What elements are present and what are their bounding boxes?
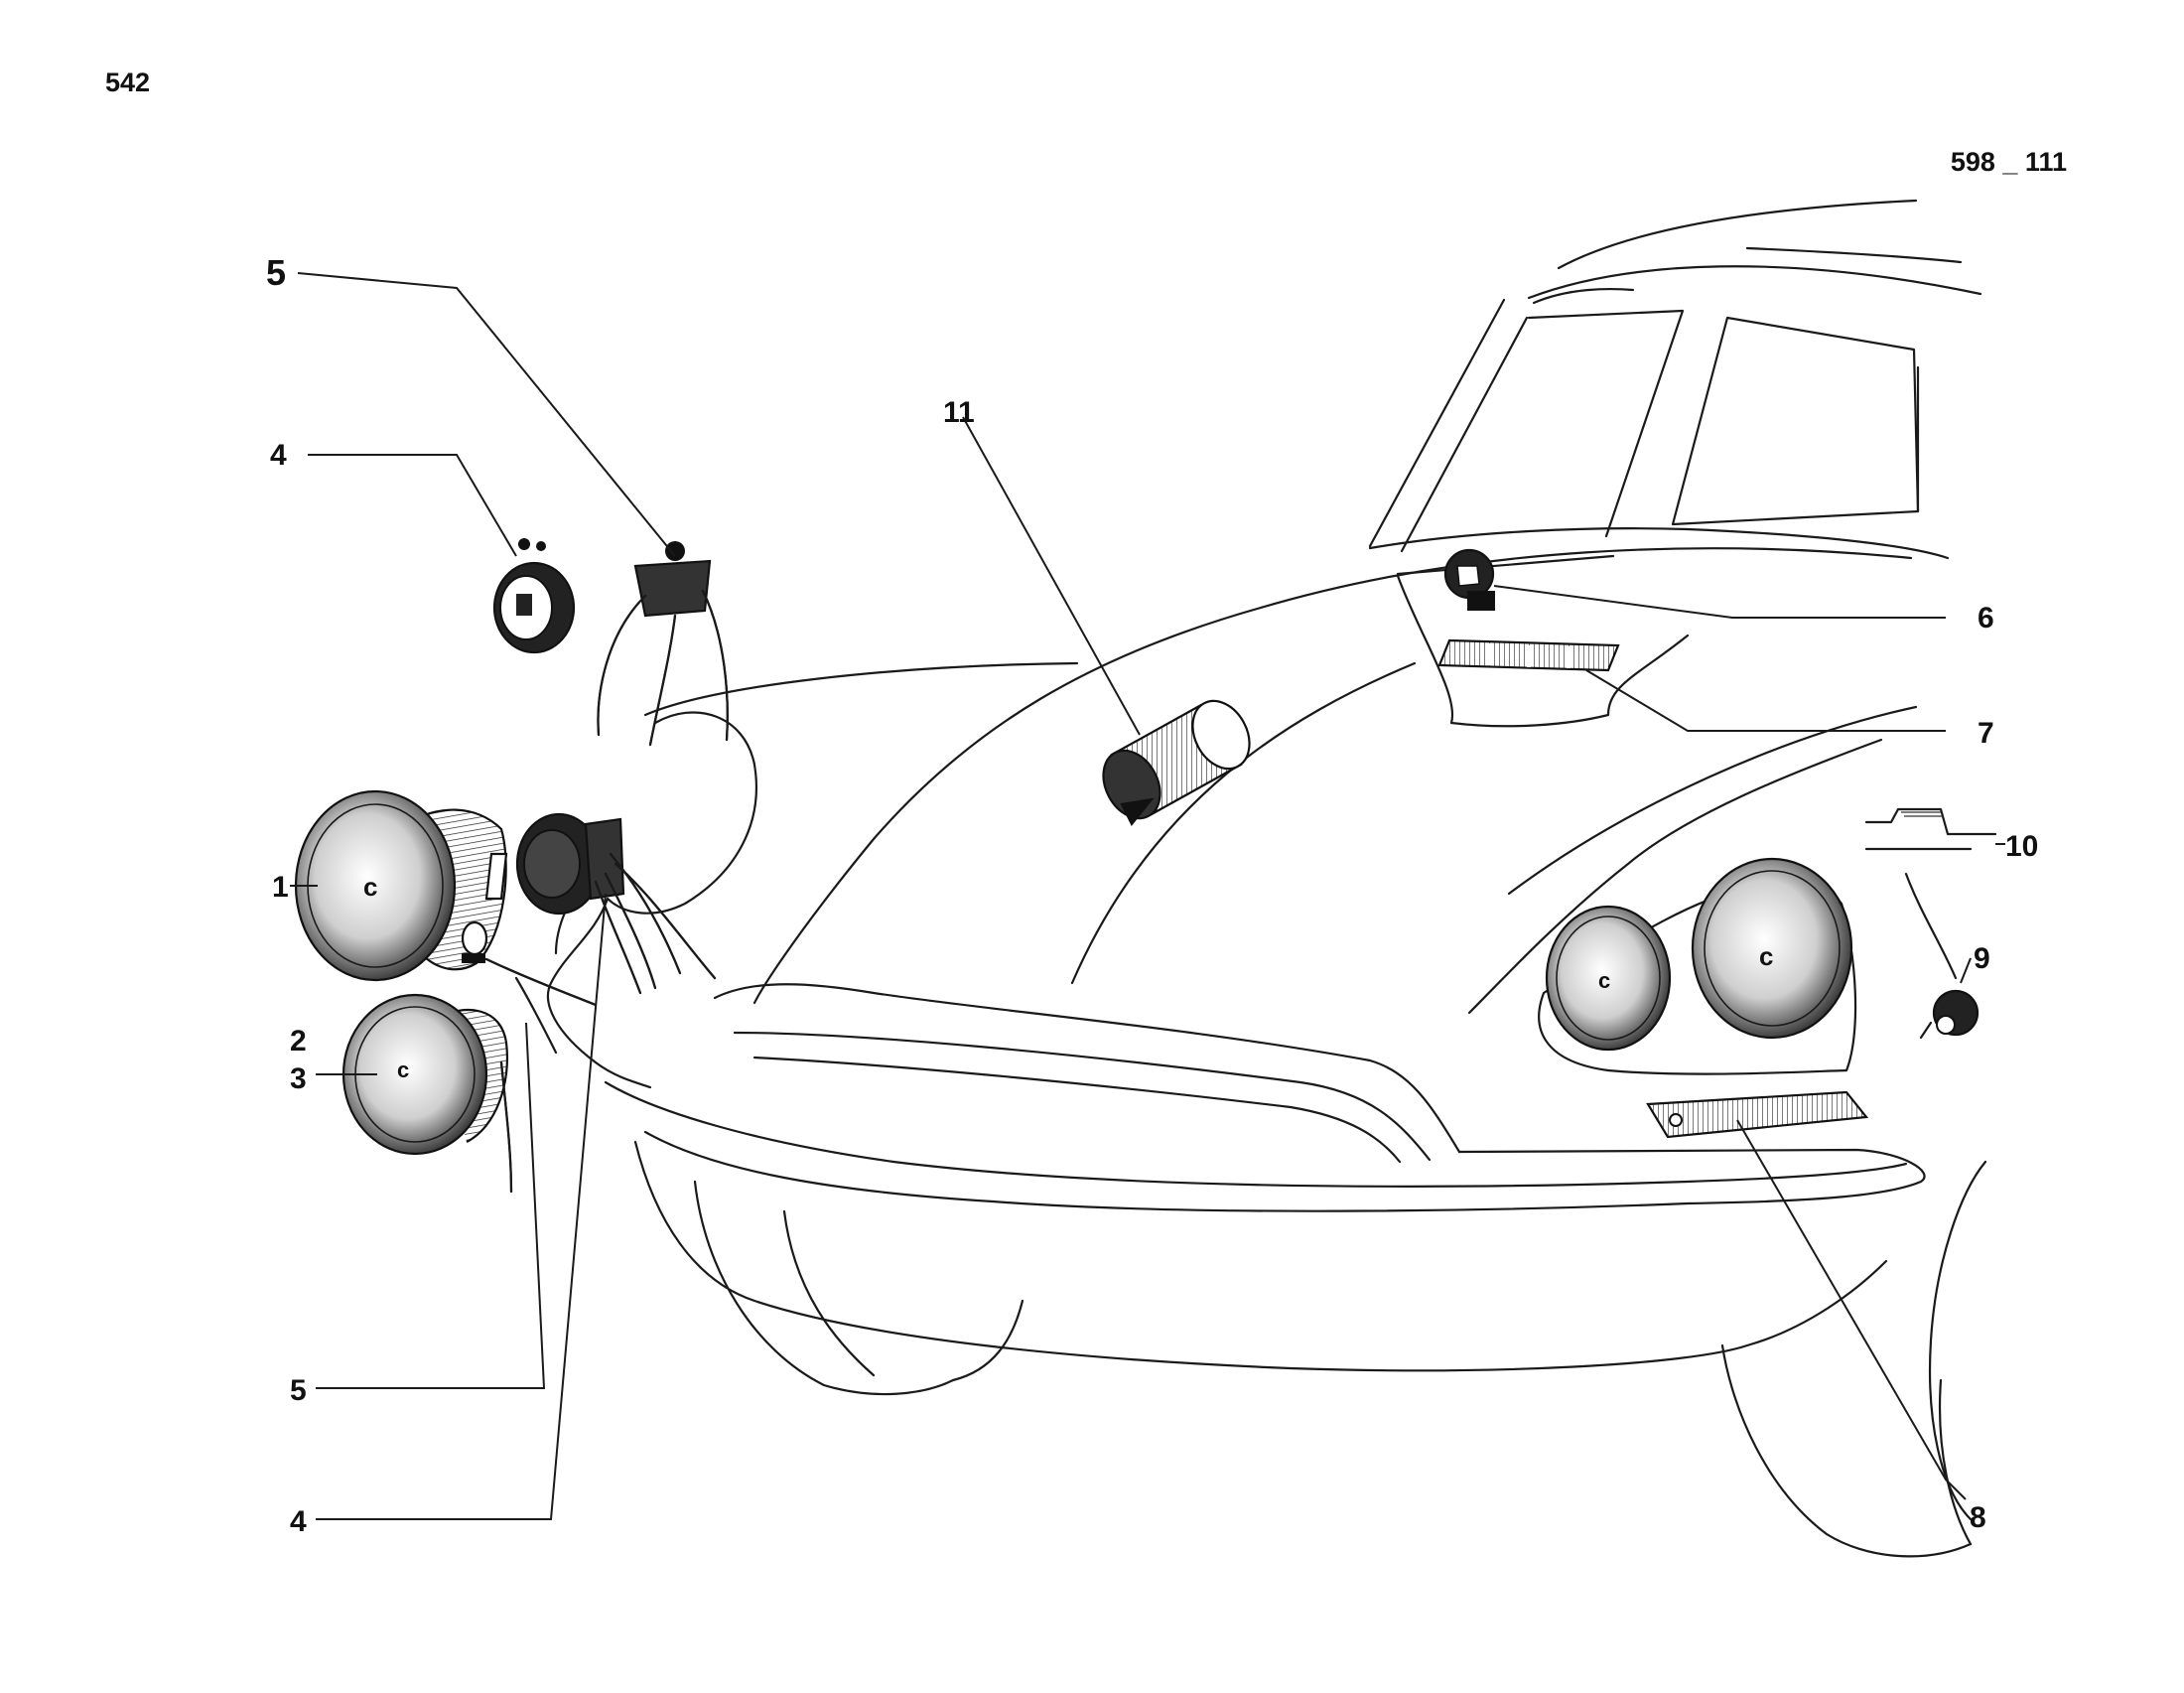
part-7-connector-strip: [1437, 638, 1620, 672]
callout-3: 3: [290, 1062, 307, 1095]
callout-4-top: 4: [270, 439, 287, 472]
callout-11: 11: [943, 396, 975, 429]
svg-text:c: c: [397, 1058, 409, 1082]
part-2-3-auxiliary-lamp: c: [341, 993, 513, 1194]
part-5-bulb-lead: [461, 920, 598, 1055]
callout-5-bottom: 5: [290, 1374, 307, 1407]
part-9-side-lamp: [1904, 872, 1979, 1040]
part-6-switch-knob: [1443, 548, 1495, 611]
page-number: 542: [105, 68, 150, 97]
part-4-lamp-socket-ring: [492, 538, 576, 654]
part-10-bracket: [1864, 807, 1997, 851]
svg-text:c: c: [1759, 941, 1773, 971]
svg-text:c: c: [1598, 968, 1610, 993]
callout-2: 2: [290, 1025, 307, 1058]
part-5-harness-connector: [597, 541, 729, 747]
callout-1: 1: [272, 871, 289, 904]
callout-6: 6: [1978, 602, 1994, 635]
leader-lines: [290, 272, 2005, 1520]
callout-8: 8: [1970, 1501, 1986, 1534]
callout-7: 7: [1978, 717, 1994, 750]
bumper-indicator-lamp: [1646, 1090, 1869, 1139]
car-headlamp-pair: c c: [1545, 857, 1853, 1052]
callout-10: 10: [2005, 830, 2038, 863]
callout-9: 9: [1974, 942, 1990, 975]
callout-labels: 5 4 1 2 3 5 4 11 6 7 10 9 8: [266, 252, 2038, 1538]
callout-4-bottom: 4: [290, 1505, 307, 1538]
svg-text:c: c: [363, 872, 377, 902]
part-11-horn-canister: [1102, 699, 1251, 827]
callout-5-top: 5: [266, 252, 286, 293]
drawing-reference: 598 _ 111: [1951, 147, 2067, 177]
part-4-bulb-holder: [515, 812, 717, 995]
